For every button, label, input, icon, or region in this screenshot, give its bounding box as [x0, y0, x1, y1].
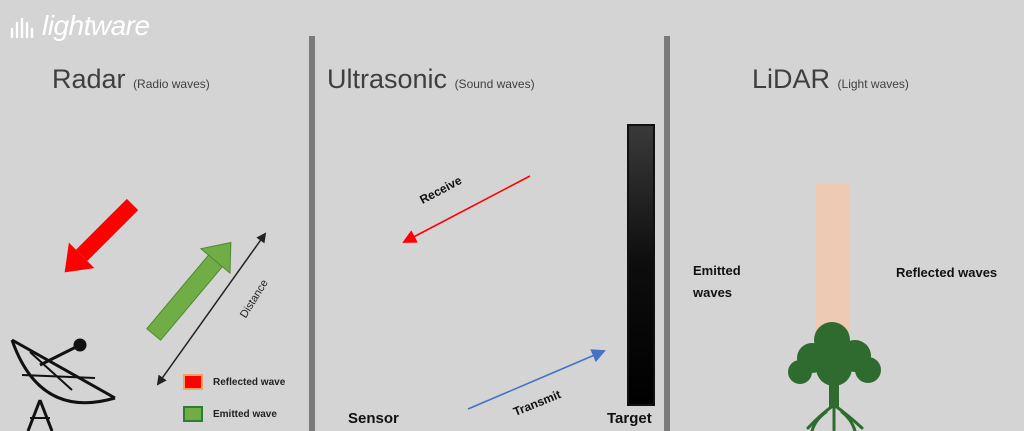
- tree-icon: [788, 322, 881, 431]
- reflected-waves-label: Reflected waves: [896, 265, 998, 280]
- panel-divider-right: [664, 36, 670, 431]
- emitted-wave-arrow: [146, 241, 232, 341]
- legend-label-reflected: Reflected wave: [213, 376, 286, 388]
- radar-title: Radar (Radio waves): [52, 64, 210, 94]
- reflected-wave-arrow: [64, 198, 139, 273]
- sensor-label: Sensor: [348, 410, 399, 427]
- panel-divider-left: [309, 36, 315, 431]
- ultrasonic-subtitle: (Sound waves): [454, 77, 535, 91]
- receive-arrow: [402, 175, 531, 243]
- brand-name: lightware: [42, 10, 150, 41]
- legend-reflected-wave: Reflected wave: [183, 374, 285, 390]
- transmit-arrow: [467, 349, 606, 410]
- radar-subtitle: (Radio waves): [133, 77, 210, 91]
- emitted-waves-label: Emitted waves: [693, 263, 741, 300]
- brand-logo: lightware: [8, 10, 150, 42]
- legend-label-emitted: Emitted wave: [213, 408, 277, 420]
- target-bar: [627, 124, 655, 406]
- ultrasonic-title: Ultrasonic (Sound waves): [327, 64, 535, 94]
- lidar-beam: [816, 184, 849, 344]
- lightware-logo-icon: [10, 17, 34, 39]
- target-label: Target: [607, 410, 652, 427]
- radar-dish-icon: [10, 338, 116, 431]
- distance-arrow: [156, 232, 267, 386]
- lidar-title: LiDAR (Light waves): [752, 64, 909, 94]
- lidar-subtitle: (Light waves): [837, 77, 909, 91]
- legend-swatch-emitted: [183, 406, 203, 422]
- legend-swatch-reflected: [183, 374, 203, 390]
- legend-emitted-wave: Emitted wave: [183, 406, 277, 422]
